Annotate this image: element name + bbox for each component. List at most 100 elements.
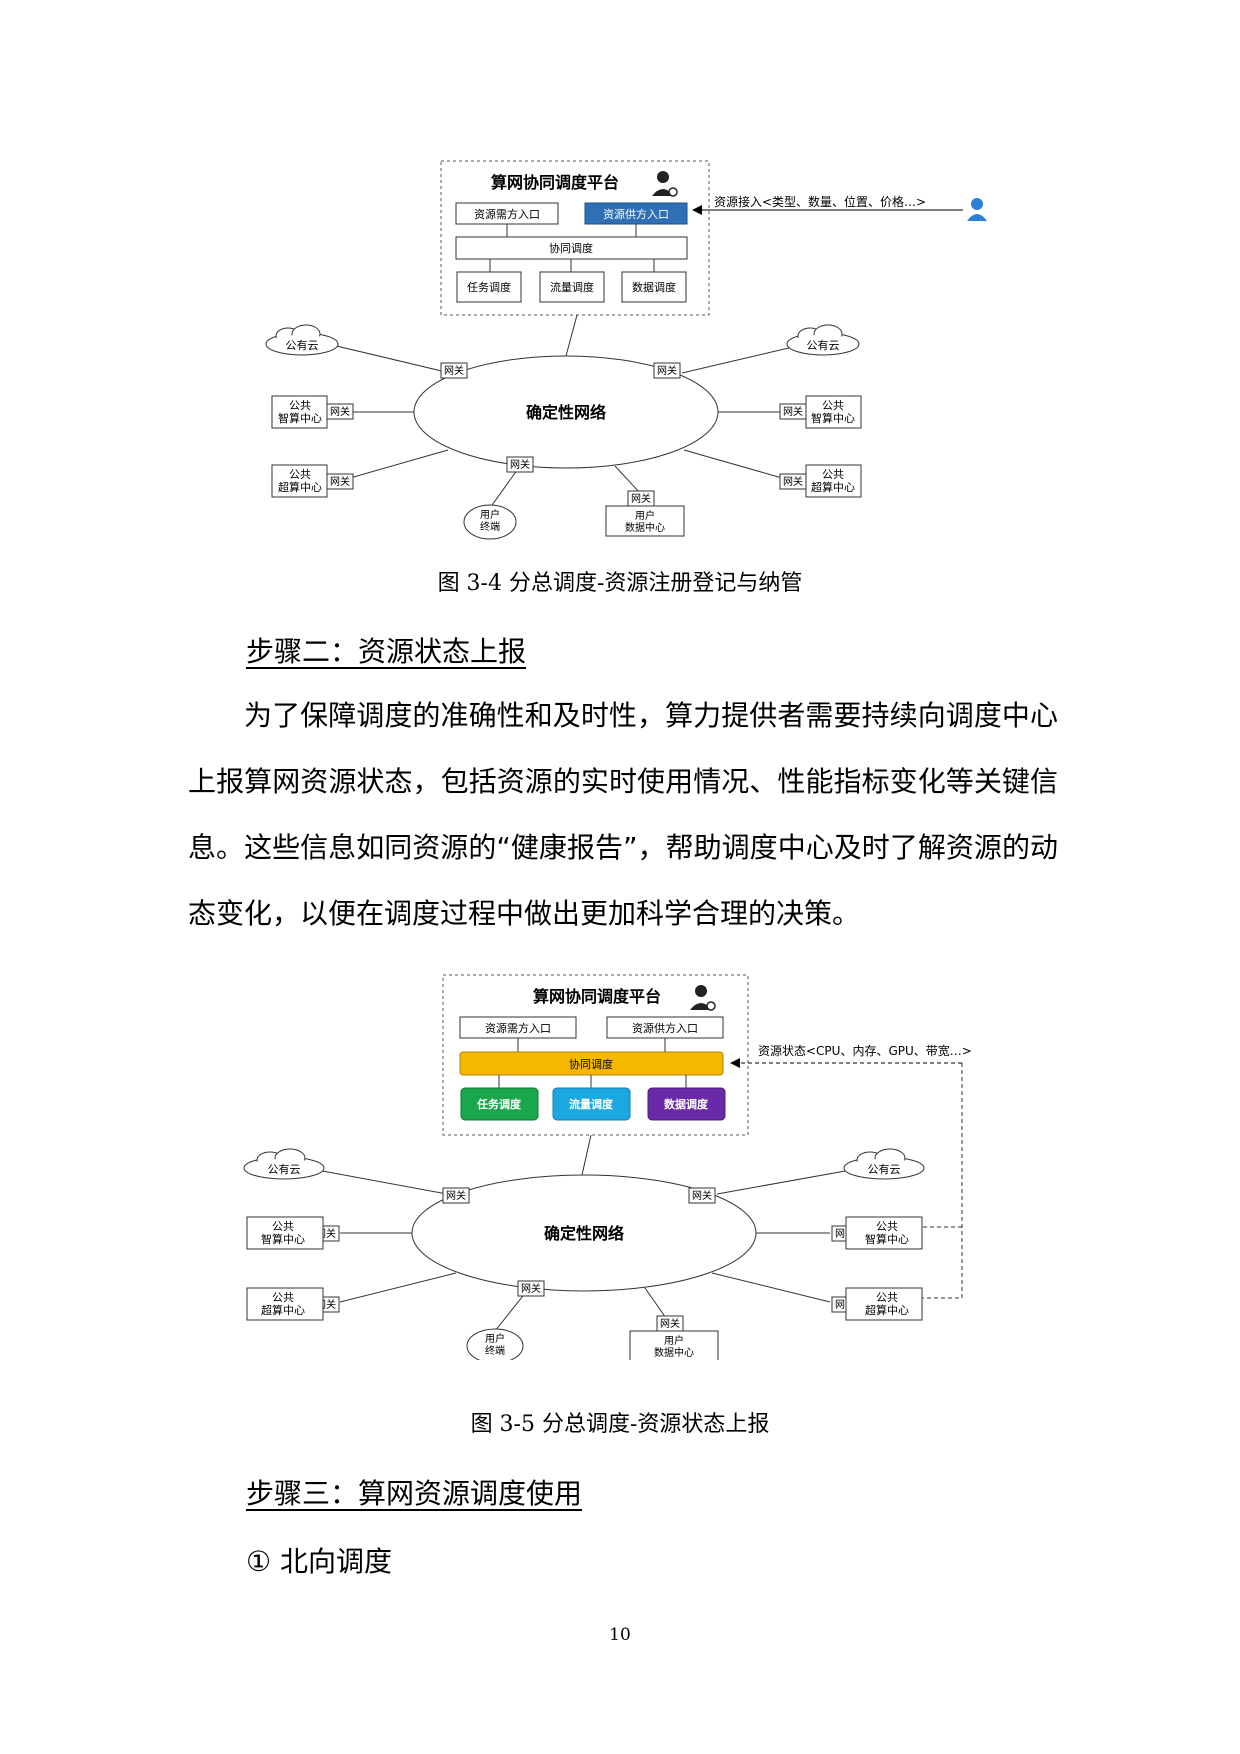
figure-3-4-svg: 算网协同调度平台 资源需方入口 资源供方入口 协同调度 任务调度 流量调度 数据… bbox=[265, 160, 987, 540]
platform-title: 算网协同调度平台 bbox=[533, 987, 661, 1006]
center-line1: 公共 bbox=[876, 1220, 898, 1233]
platform-box bbox=[442, 974, 749, 1136]
gateway-label: 网关 bbox=[657, 364, 677, 377]
center-line1: 公共 bbox=[272, 1291, 294, 1304]
resource-access-label: 资源接入<类型、数量、位置、价格…> bbox=[714, 194, 926, 209]
center-line2: 智算中心 bbox=[811, 411, 855, 425]
figure-3-4-caption: 图 3-4 分总调度-资源注册登记与纳管 bbox=[437, 571, 803, 596]
cloud-icon bbox=[265, 324, 339, 356]
gateway-box bbox=[653, 362, 681, 379]
data-dispatch-label: 数据调度 bbox=[664, 1097, 709, 1111]
supply-entry-label: 资源供方入口 bbox=[632, 1021, 698, 1035]
task-dispatch-box bbox=[456, 271, 522, 303]
cloud-icon bbox=[243, 1148, 325, 1180]
gateway-label: 网关 bbox=[631, 492, 651, 505]
center-line2: 超算中心 bbox=[865, 1303, 909, 1317]
gateway-label: 网关 bbox=[692, 1189, 712, 1202]
figure-3-5-svg: 算网协同调度平台 资源需方入口 资源供方入口 协同调度 任务调度 流量调度 数据… bbox=[243, 974, 972, 1364]
user-terminal-line2: 终端 bbox=[485, 1344, 505, 1357]
step3-heading: 步骤三：算网资源调度使用 bbox=[246, 1477, 583, 1510]
coordination-label: 协同调度 bbox=[569, 1057, 613, 1071]
cloud-icon bbox=[786, 324, 860, 356]
figure-3-5-caption: 图 3-5 分总调度-资源状态上报 bbox=[470, 1412, 770, 1437]
gateway-label: 网关 bbox=[446, 1189, 466, 1202]
public-smart-center-right bbox=[845, 1216, 923, 1250]
cloud-icon bbox=[843, 1148, 925, 1180]
flow-dispatch-box bbox=[552, 1087, 631, 1121]
demand-entry-label: 资源需方入口 bbox=[485, 1021, 551, 1035]
public-smart-center-left bbox=[271, 395, 328, 429]
data-dispatch-box bbox=[647, 1087, 726, 1121]
gateway-label: 网关 bbox=[330, 405, 350, 418]
flow-dispatch-box bbox=[539, 271, 605, 303]
center-line1: 公共 bbox=[272, 1220, 294, 1233]
platform-title: 算网协同调度平台 bbox=[491, 173, 619, 192]
task-dispatch-box bbox=[460, 1087, 539, 1121]
gateway-label: 网关 bbox=[660, 1317, 680, 1330]
user-data-center bbox=[605, 505, 685, 537]
gateway-label: 网关 bbox=[330, 475, 350, 488]
gateway-box bbox=[440, 362, 468, 379]
center-line1: 公共 bbox=[289, 468, 311, 481]
platform-box bbox=[440, 160, 710, 316]
user-terminal bbox=[463, 504, 517, 540]
user-terminal-line1: 用户 bbox=[480, 508, 500, 521]
admin-icon bbox=[652, 171, 678, 197]
public-super-center-right bbox=[845, 1287, 923, 1321]
public-smart-center-right bbox=[805, 395, 862, 429]
gateway-box bbox=[688, 1187, 716, 1204]
network-label: 确定性网络 bbox=[526, 403, 606, 422]
page-number: 10 bbox=[609, 1625, 631, 1645]
step2-paragraph: 为了保障调度的准确性和及时性，算力提供者需要持续向调度中心上报算网资源状态，包括… bbox=[188, 699, 1058, 930]
supply-entry-label: 资源供方入口 bbox=[603, 207, 669, 221]
user-dc-line2: 数据中心 bbox=[654, 1346, 694, 1359]
user-dc-line1: 用户 bbox=[664, 1334, 684, 1347]
center-line2: 智算中心 bbox=[865, 1232, 909, 1246]
task-dispatch-label: 任务调度 bbox=[476, 1097, 522, 1111]
public-smart-center-left bbox=[246, 1216, 324, 1250]
public-cloud-left-label: 公有云 bbox=[268, 1162, 301, 1176]
public-cloud-left-label: 公有云 bbox=[286, 338, 319, 352]
center-line1: 公共 bbox=[822, 399, 844, 412]
user-terminal-line2: 终端 bbox=[480, 520, 500, 533]
network-label: 确定性网络 bbox=[544, 1224, 624, 1243]
gateway-box bbox=[506, 456, 534, 473]
gateway-label: 网关 bbox=[783, 405, 803, 418]
gateway-label: 网关 bbox=[510, 458, 530, 471]
gateway-box bbox=[517, 1280, 545, 1297]
demand-entry-label: 资源需方入口 bbox=[474, 207, 540, 221]
center-line1: 公共 bbox=[822, 468, 844, 481]
center-line2: 智算中心 bbox=[278, 411, 322, 425]
public-cloud-right-label: 公有云 bbox=[868, 1162, 901, 1176]
data-dispatch-box bbox=[621, 271, 687, 303]
admin-icon bbox=[690, 985, 716, 1011]
user-dc-line1: 用户 bbox=[635, 509, 655, 522]
public-super-center-left bbox=[271, 464, 328, 498]
flow-dispatch-label: 流量调度 bbox=[569, 1097, 614, 1111]
public-super-center-left bbox=[246, 1287, 324, 1321]
center-line2: 超算中心 bbox=[278, 480, 322, 494]
figure-3-5-diagram: 算网协同调度平台 资源需方入口 资源供方入口 协同调度 任务调度 流量调度 数据… bbox=[0, 960, 1240, 1364]
gateway-box bbox=[442, 1187, 470, 1204]
flow-dispatch-label: 流量调度 bbox=[550, 280, 594, 294]
data-dispatch-label: 数据调度 bbox=[632, 280, 676, 294]
public-super-center-right bbox=[805, 464, 862, 498]
center-line2: 超算中心 bbox=[811, 480, 855, 494]
gateway-label: 网关 bbox=[783, 475, 803, 488]
center-line1: 公共 bbox=[289, 399, 311, 412]
center-line1: 公共 bbox=[876, 1291, 898, 1304]
figure-3-4-diagram: 算网协同调度平台 资源需方入口 资源供方入口 协同调度 任务调度 流量调度 数据… bbox=[0, 150, 1240, 540]
coordination-label: 协同调度 bbox=[549, 241, 593, 255]
user-terminal-line1: 用户 bbox=[485, 1332, 505, 1345]
list-item-northbound: ① 北向调度 bbox=[246, 1545, 393, 1578]
center-line2: 智算中心 bbox=[261, 1232, 305, 1246]
gateway-label: 网关 bbox=[444, 364, 464, 377]
status-report-label: 资源状态<CPU、内存、GPU、带宽…> bbox=[758, 1043, 972, 1058]
gateway-label: 网关 bbox=[521, 1282, 541, 1295]
provider-user-icon bbox=[967, 198, 987, 221]
task-dispatch-label: 任务调度 bbox=[467, 280, 511, 294]
user-data-center bbox=[629, 1330, 719, 1363]
user-dc-line2: 数据中心 bbox=[625, 521, 665, 534]
step2-heading: 步骤二：资源状态上报 bbox=[246, 635, 527, 668]
center-line2: 超算中心 bbox=[261, 1303, 305, 1317]
